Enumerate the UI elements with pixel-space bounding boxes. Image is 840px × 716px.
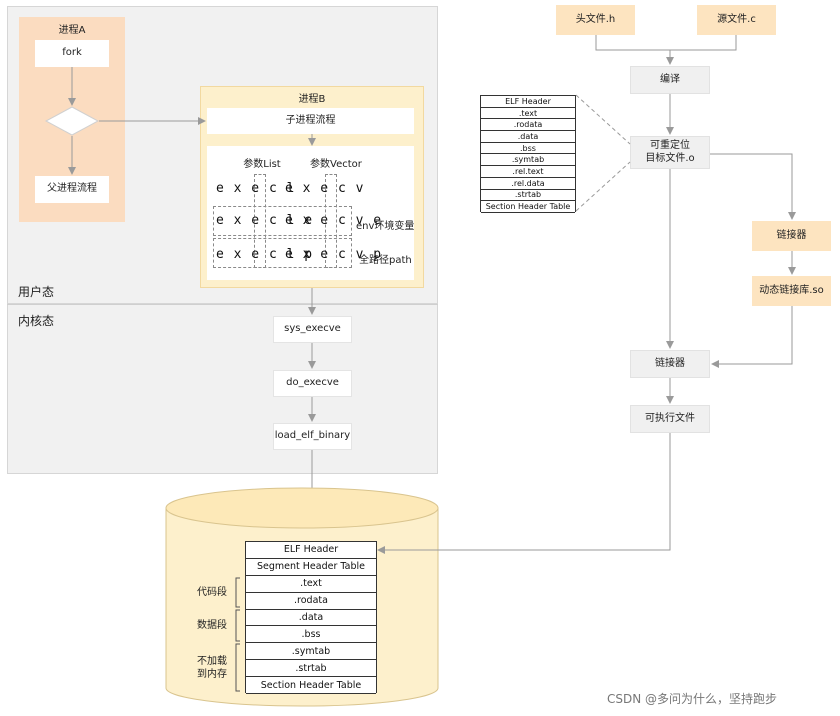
p-row-dash [213, 238, 352, 268]
source-file-box: 源文件.c [697, 5, 776, 35]
do-execve-box: do_execve [273, 370, 352, 397]
env-variable-label: env环境变量 [356, 221, 415, 232]
kernel-space-region [7, 304, 438, 474]
segment-brackets [235, 577, 240, 692]
sys-execve-box: sys_execve [273, 316, 352, 343]
relocatable-line-1: 可重定位 [650, 140, 690, 151]
header-file-box: 头文件.h [556, 5, 635, 35]
elf-big-row: .rodata [246, 592, 376, 610]
full-path-label: 全路径path [359, 255, 412, 266]
not-loaded-label-2: 到内存 [197, 669, 227, 680]
execlp-text: e x e c l p [216, 247, 314, 262]
elf-section-table-small: ELF Header .text .rodata .data .bss .sym… [480, 95, 576, 213]
user-mode-label: 用户态 [18, 285, 55, 299]
kernel-mode-label: 内核态 [18, 314, 55, 328]
compile-box: 编译 [630, 66, 710, 94]
elf-small-row: .data [481, 131, 575, 143]
param-list-label: 参数List [243, 159, 281, 170]
process-a-title: 进程A [58, 25, 86, 36]
elf-small-row: .rel.data [481, 178, 575, 190]
e-row-dash [213, 206, 352, 236]
elf-small-row: .bss [481, 143, 575, 155]
build-arrows [377, 35, 796, 554]
execle-text: e x e c l e [216, 213, 314, 228]
relocatable-object-box: 可重定位 目标文件.o [630, 136, 710, 169]
dynamic-library-box: 动态链接库.so [752, 276, 831, 306]
watermark: CSDN @多问为什么，坚持跑步 [607, 692, 778, 706]
elf-big-row: .symtab [246, 643, 376, 661]
user-kernel-divider [7, 304, 438, 305]
execv-text: e x e c v [285, 181, 365, 196]
child-process-flow-box: 子进程流程 [207, 108, 414, 134]
linker-right-box: 链接器 [752, 221, 831, 251]
elf-segment-table-large: ELF Header Segment Header Table .text .r… [245, 541, 377, 695]
process-b-title: 进程B [298, 94, 326, 105]
exec-panel [207, 146, 414, 280]
elf-big-row: .data [246, 609, 376, 627]
executable-box: 可执行文件 [630, 405, 710, 433]
elf-big-row: ELF Header [246, 542, 376, 559]
elf-big-row: .bss [246, 626, 376, 644]
elf-small-row: ELF Header [481, 96, 575, 108]
execve-text: e x e c v e [285, 213, 383, 228]
elf-big-row: Section Header Table [246, 677, 376, 695]
execvp-text: e x e c v p [285, 247, 383, 262]
elf-small-row: .symtab [481, 155, 575, 167]
elf-small-row: .strtab [481, 190, 575, 202]
elf-small-row: Section Header Table [481, 201, 575, 213]
elf-big-row: Segment Header Table [246, 558, 376, 576]
parent-process-flow-box: 父进程流程 [35, 176, 109, 203]
not-loaded-label-1: 不加载 [197, 656, 227, 667]
code-segment-label: 代码段 [197, 587, 227, 598]
fork-box: fork [35, 40, 109, 67]
process-a-arrows [68, 67, 206, 175]
param-vector-label: 参数Vector [310, 159, 362, 170]
execl-text: e x e c l [216, 181, 296, 196]
load-elf-binary-box: load_elf_binary [273, 423, 352, 450]
elf-big-row: .strtab [246, 660, 376, 678]
elf-small-row: .rel.text [481, 166, 575, 178]
relocatable-line-2: 目标文件.o [645, 152, 695, 164]
data-segment-label: 数据段 [197, 620, 227, 631]
elf-big-row: .text [246, 575, 376, 593]
pid-decision-diamond [44, 106, 100, 136]
elf-small-row: .rodata [481, 119, 575, 132]
linker-bottom-box: 链接器 [630, 350, 710, 378]
elf-small-row: .text [481, 108, 575, 120]
elf-table-callout [575, 94, 631, 212]
